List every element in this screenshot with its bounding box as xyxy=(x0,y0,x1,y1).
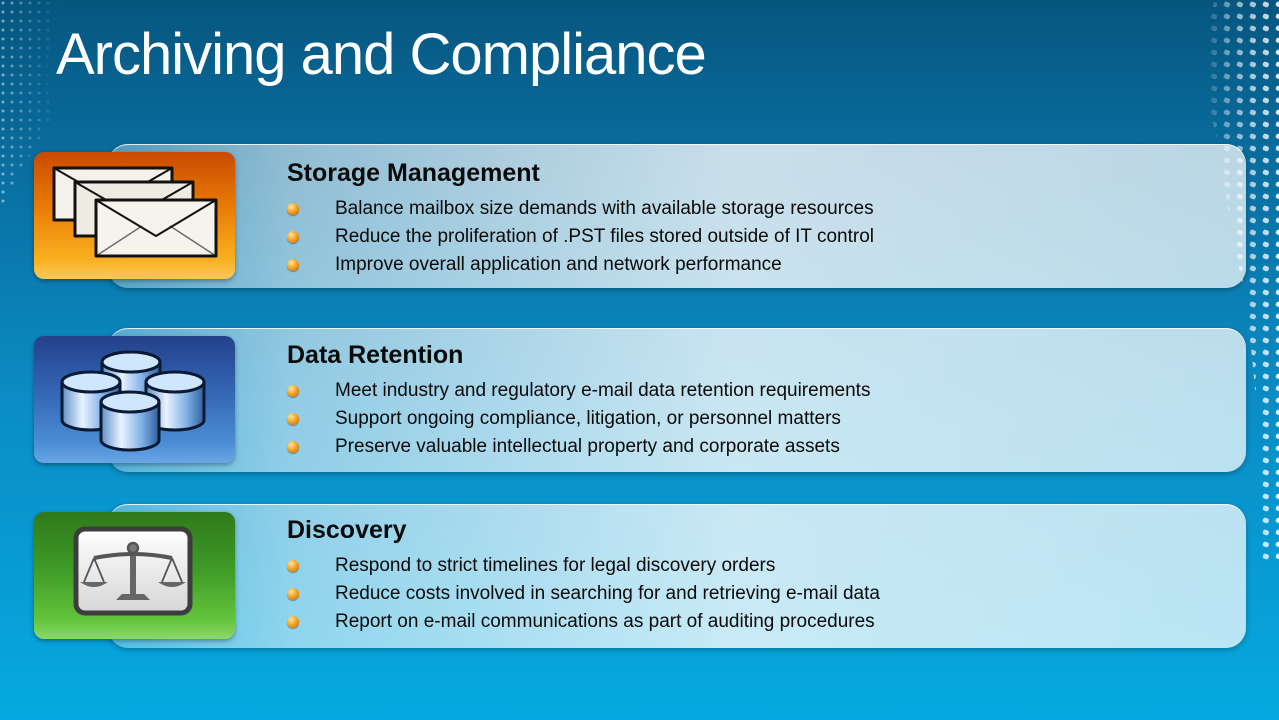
slide-title: Archiving and Compliance xyxy=(56,22,707,87)
bullet-text: Balance mailbox size demands with availa… xyxy=(335,198,874,219)
bullet-marker-icon xyxy=(287,231,299,243)
discovery-icon-tile xyxy=(34,512,235,639)
bullet-item: Improve overall application and network … xyxy=(287,251,1217,279)
bullet-marker-icon xyxy=(287,616,299,628)
bullet-item: Reduce the proliferation of .PST files s… xyxy=(287,223,1217,251)
bullet-text: Respond to strict timelines for legal di… xyxy=(335,555,776,576)
bullet-text: Preserve valuable intellectual property … xyxy=(335,436,840,457)
bullet-item: Respond to strict timelines for legal di… xyxy=(287,552,1217,580)
bullet-item: Reduce costs involved in searching for a… xyxy=(287,580,1217,608)
bullet-item: Support ongoing compliance, litigation, … xyxy=(287,405,1217,433)
storage-management-icon-tile xyxy=(34,152,235,279)
discovery-section: Discovery Respond to strict timelines fo… xyxy=(287,514,1217,636)
section-heading: Discovery xyxy=(287,516,407,544)
database-cylinders-icon xyxy=(60,350,206,452)
bullet-text: Improve overall application and network … xyxy=(335,254,782,275)
bullet-list: Balance mailbox size demands with availa… xyxy=(287,195,1217,279)
bullet-marker-icon xyxy=(287,560,299,572)
bullet-marker-icon xyxy=(287,413,299,425)
section-heading: Storage Management xyxy=(287,159,540,187)
bullet-text: Report on e-mail communications as part … xyxy=(335,611,875,632)
bullet-item: Report on e-mail communications as part … xyxy=(287,608,1217,636)
bullet-text: Support ongoing compliance, litigation, … xyxy=(335,408,841,429)
envelopes-icon xyxy=(52,166,218,258)
data-retention-icon-tile xyxy=(34,336,235,463)
bullet-item: Meet industry and regulatory e-mail data… xyxy=(287,377,1217,405)
data-retention-section: Data Retention Meet industry and regulat… xyxy=(287,339,1217,461)
bullet-marker-icon xyxy=(287,203,299,215)
bullet-marker-icon xyxy=(287,588,299,600)
bullet-text: Meet industry and regulatory e-mail data… xyxy=(335,380,871,401)
bullet-item: Balance mailbox size demands with availa… xyxy=(287,195,1217,223)
storage-management-section: Storage Management Balance mailbox size … xyxy=(287,157,1217,279)
bullet-text: Reduce costs involved in searching for a… xyxy=(335,583,880,604)
bullet-marker-icon xyxy=(287,441,299,453)
scales-of-justice-icon xyxy=(73,526,193,616)
bullet-list: Respond to strict timelines for legal di… xyxy=(287,552,1217,636)
bullet-marker-icon xyxy=(287,259,299,271)
section-heading: Data Retention xyxy=(287,341,464,369)
bullet-list: Meet industry and regulatory e-mail data… xyxy=(287,377,1217,461)
bullet-text: Reduce the proliferation of .PST files s… xyxy=(335,226,874,247)
bullet-item: Preserve valuable intellectual property … xyxy=(287,433,1217,461)
bullet-marker-icon xyxy=(287,385,299,397)
